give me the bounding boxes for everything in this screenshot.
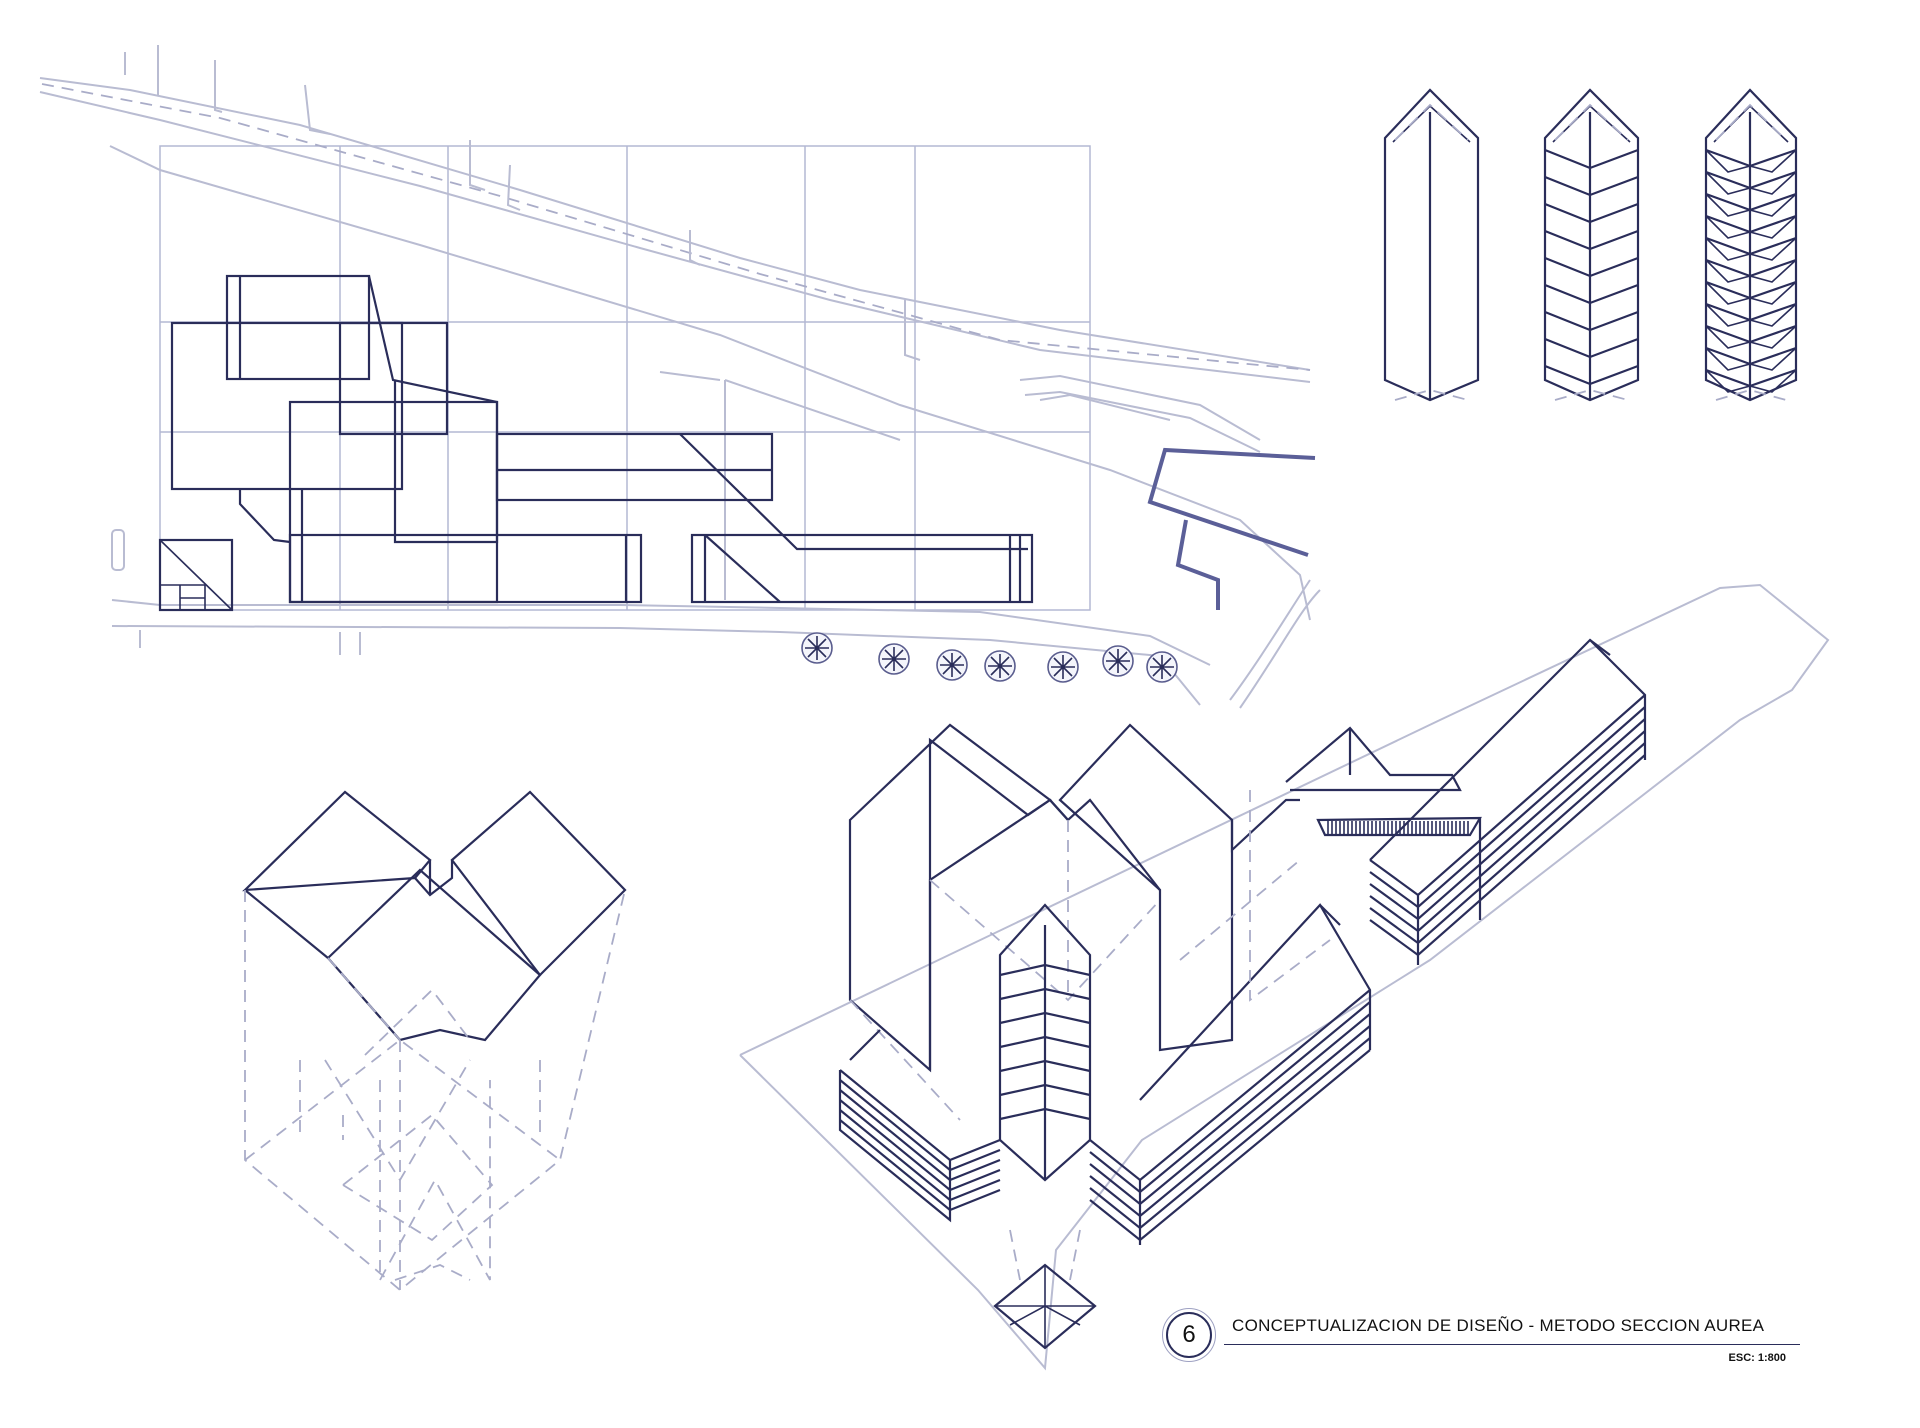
drawing-line — [849, 1029, 881, 1061]
site-plan — [39, 45, 1321, 709]
tree-icon — [878, 643, 910, 675]
tower-elevations — [1383, 88, 1798, 402]
access-path — [1147, 447, 1316, 557]
sheet-scale: ESC: 1:800 — [1728, 1352, 1786, 1364]
drawing-line — [1089, 1037, 1371, 1230]
tree-icon — [1102, 645, 1134, 677]
title-rule — [1224, 1344, 1800, 1345]
drawing-line — [1544, 310, 1639, 332]
drawing-line — [1544, 229, 1639, 251]
drawing-line — [1544, 283, 1639, 305]
tower-axonometric — [242, 790, 627, 1292]
drawing-line — [1544, 202, 1639, 224]
drawing-line — [1589, 639, 1611, 656]
drawing-line — [1544, 337, 1639, 359]
trees — [801, 632, 1178, 683]
axo-bridge — [1316, 816, 1482, 837]
tree-icon — [984, 650, 1016, 682]
tower-elevation-1 — [1383, 88, 1480, 402]
drawing-line — [1089, 1013, 1371, 1206]
tree-icon — [1146, 651, 1178, 683]
axo-site-outline — [739, 583, 1830, 1371]
drawing-line — [1089, 1049, 1371, 1242]
sheet-title: CONCEPTUALIZACION DE DISEÑO - METODO SEC… — [1232, 1316, 1765, 1335]
drawing-line — [1544, 175, 1639, 197]
drawing-line — [1139, 903, 1372, 1101]
building-footprints — [158, 274, 1034, 612]
drawing-line — [1089, 1025, 1371, 1218]
drawing-line — [1089, 1001, 1371, 1194]
drawing-line — [1544, 364, 1639, 386]
drawing-line — [838, 1070, 952, 1223]
drawing-line — [1544, 256, 1639, 278]
access-path-lower — [1175, 519, 1220, 610]
drawing-line — [1544, 148, 1639, 170]
title-block: 6 CONCEPTUALIZACION DE DISEÑO - METODO S… — [1162, 1308, 1800, 1378]
drawing-line — [1369, 638, 1647, 861]
tree-icon — [801, 632, 833, 664]
drawing-line — [1319, 904, 1341, 926]
tree-icon — [1047, 651, 1079, 683]
sheet-number-badge: 6 — [1162, 1308, 1216, 1362]
tree-icon — [936, 649, 968, 681]
complex-axonometric — [739, 583, 1830, 1371]
tower-elevation-2 — [1543, 88, 1640, 402]
tower-elevation-3 — [1704, 88, 1798, 402]
